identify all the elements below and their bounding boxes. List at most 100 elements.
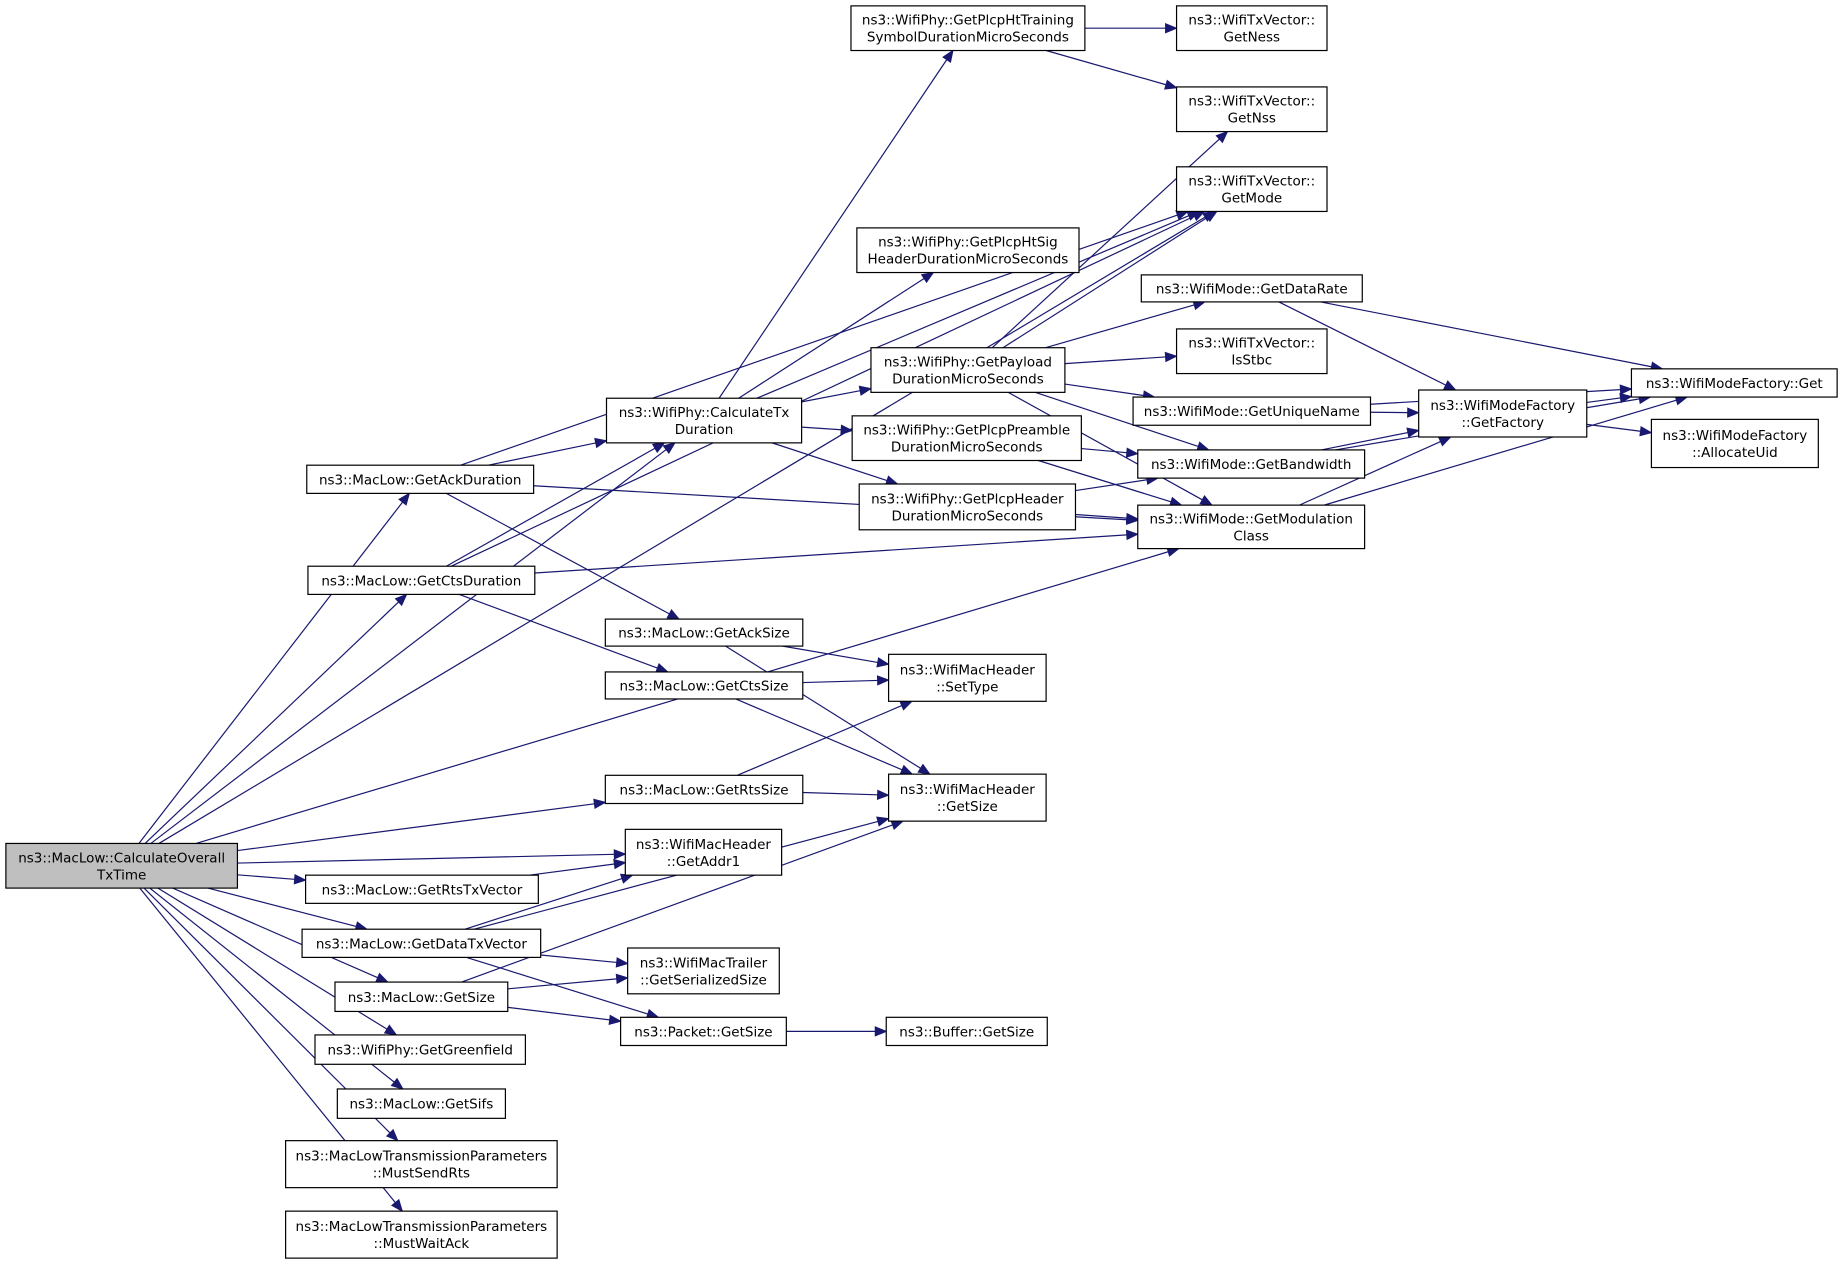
- edge-line: [1007, 391, 1203, 501]
- edge-arrowhead: [1125, 447, 1140, 458]
- edge-arrowhead: [899, 700, 914, 711]
- function-node-cts-duration[interactable]: ns3::MacLow::GetCtsDuration: [307, 565, 536, 596]
- edge-arrowhead: [920, 271, 935, 284]
- function-node-must-wait-ack[interactable]: ns3::MacLowTransmissionParameters::MustW…: [285, 1210, 558, 1259]
- edge-line: [725, 645, 921, 769]
- edge-arrowhead: [858, 385, 873, 396]
- edge-line: [756, 215, 1190, 399]
- function-node-cts-size[interactable]: ns3::MacLow::GetCtsSize: [604, 671, 804, 700]
- edge-line: [1586, 397, 1621, 404]
- function-node-set-type[interactable]: ns3::WifiMacHeader::SetType: [887, 653, 1047, 702]
- node-box: [885, 1016, 1048, 1047]
- edge-line: [1038, 459, 1172, 503]
- edge-line: [488, 442, 596, 466]
- edge-arrowhead: [1619, 392, 1633, 404]
- edge-arrowhead: [651, 442, 666, 454]
- node-box: [1175, 86, 1328, 133]
- function-node-get-payload[interactable]: ns3::WifiPhy::GetPayloadDurationMicroSec…: [870, 347, 1066, 393]
- call-edge: [138, 492, 411, 844]
- edge-arrowhead: [1199, 494, 1214, 506]
- edge-line: [237, 874, 295, 880]
- node-label: ns3::WifiPhy::GetPlcpHtTraining: [862, 13, 1074, 29]
- node-label: ns3::WifiModeFactory::Get: [1646, 376, 1823, 392]
- node-label: ns3::MacLow::CalculateOverall: [18, 850, 225, 866]
- node-label: HeaderDurationMicroSeconds: [868, 252, 1069, 268]
- function-node-trailer-size[interactable]: ns3::WifiMacTrailer::GetSerializedSize: [627, 947, 780, 995]
- function-node-packet-getsize[interactable]: ns3::Packet::GetSize: [620, 1016, 787, 1047]
- function-node-rts-txvector[interactable]: ns3::MacLow::GetRtsTxVector: [304, 874, 539, 904]
- function-node-get-nss[interactable]: ns3::WifiTxVector::GetNss: [1175, 86, 1328, 133]
- node-label: ns3::WifiTxVector::: [1188, 336, 1315, 352]
- node-label: ::SetType: [936, 679, 998, 695]
- function-node-is-stbc[interactable]: ns3::WifiTxVector::IsStbc: [1175, 328, 1328, 375]
- function-node-data-txvector[interactable]: ns3::MacLow::GetDataTxVector: [301, 928, 542, 958]
- edge-arrowhead: [375, 972, 389, 983]
- edge-arrowhead: [615, 973, 629, 985]
- node-label: ns3::WifiPhy::GetGreenfield: [327, 1043, 512, 1059]
- call-edge: [782, 645, 890, 668]
- function-node-factory-get[interactable]: ns3::WifiModeFactory::Get: [1630, 368, 1838, 398]
- function-node-ack-duration[interactable]: ns3::MacLow::GetAckDuration: [306, 464, 535, 494]
- function-node-rts-size[interactable]: ns3::MacLow::GetRtsSize: [604, 774, 804, 805]
- edge-line: [1075, 479, 1148, 492]
- edge-arrowhead: [874, 1026, 888, 1037]
- function-node-get-mode[interactable]: ns3::WifiTxVector::GetMode: [1175, 166, 1328, 213]
- call-edge: [735, 698, 914, 775]
- function-node-get-htsig[interactable]: ns3::WifiPhy::GetPlcpHtSigHeaderDuration…: [856, 227, 1080, 274]
- function-node-must-send-rts[interactable]: ns3::MacLowTransmissionParameters::MustS…: [285, 1140, 558, 1189]
- call-edge: [801, 385, 873, 403]
- function-node-get-addr1[interactable]: ns3::WifiMacHeader::GetAddr1: [624, 828, 783, 876]
- function-node-get-datarate[interactable]: ns3::WifiMode::GetDataRate: [1140, 274, 1363, 303]
- function-node-maclow-getsize[interactable]: ns3::MacLow::GetSize: [334, 981, 509, 1013]
- call-edge: [1045, 49, 1178, 90]
- edge-line: [738, 277, 925, 399]
- function-node-ack-size[interactable]: ns3::MacLow::GetAckSize: [604, 618, 804, 647]
- function-node-get-ness[interactable]: ns3::WifiTxVector::GetNess: [1175, 5, 1328, 52]
- function-node-plcp-header[interactable]: ns3::WifiPhy::GetPlcpHeaderDurationMicro…: [858, 483, 1077, 531]
- node-box: [870, 347, 1066, 393]
- edge-arrowhead: [593, 798, 607, 810]
- node-box: [1630, 368, 1838, 398]
- function-node-get-htts[interactable]: ns3::WifiPhy::GetPlcpHtTrainingSymbolDur…: [850, 5, 1086, 52]
- function-node-buffer-getsize[interactable]: ns3::Buffer::GetSize: [885, 1016, 1048, 1047]
- call-edge: [801, 424, 854, 435]
- function-node-plcp-preamble[interactable]: ns3::WifiPhy::GetPlcpPreambleDurationMic…: [851, 415, 1082, 462]
- node-label: ns3::WifiPhy::GetPlcpHtSig: [878, 235, 1058, 251]
- call-edge: [507, 973, 629, 990]
- edge-arrowhead: [890, 820, 905, 830]
- function-node-unique-name[interactable]: ns3::WifiMode::GetUniqueName: [1132, 396, 1372, 426]
- call-edge: [738, 271, 935, 399]
- call-edge: [446, 492, 681, 620]
- node-label: ns3::WifiMode::GetModulation: [1149, 511, 1352, 527]
- node-box: [627, 947, 780, 995]
- edge-line: [459, 593, 658, 669]
- node-label: ns3::WifiPhy::GetPlcpPreamble: [863, 423, 1070, 439]
- edge-line: [138, 501, 404, 844]
- function-node-allocate-uid[interactable]: ns3::WifiModeFactory::AllocateUid: [1650, 418, 1819, 469]
- edge-line: [1002, 216, 1208, 349]
- node-box: [620, 1016, 787, 1047]
- edge-line: [782, 645, 878, 664]
- node-label: ns3::MacLow::GetCtsDuration: [321, 573, 521, 589]
- function-node-get-factory[interactable]: ns3::WifiModeFactory::GetFactory: [1418, 389, 1588, 438]
- edge-line: [737, 705, 903, 776]
- node-label: DurationMicroSeconds: [891, 440, 1043, 456]
- node-box: [1175, 5, 1328, 52]
- function-node-get-sifs[interactable]: ns3::MacLow::GetSifs: [336, 1088, 507, 1119]
- node-label: ::GetSerializedSize: [640, 972, 767, 988]
- edge-line: [507, 1006, 610, 1021]
- edge-arrowhead: [390, 1077, 404, 1090]
- edge-arrowhead: [1164, 351, 1178, 363]
- call-edge: [786, 1026, 888, 1037]
- function-node-get-bandwidth[interactable]: ns3::WifiMode::GetBandwidth: [1137, 449, 1366, 479]
- node-label: ns3::MacLowTransmissionParameters: [296, 1149, 548, 1165]
- node-box: [304, 874, 539, 904]
- call-edge: [1586, 392, 1633, 404]
- call-edge: [237, 849, 627, 864]
- function-node-greenfield[interactable]: ns3::WifiPhy::GetGreenfield: [314, 1034, 526, 1065]
- node-box: [604, 618, 804, 647]
- function-node-hdr-getsize[interactable]: ns3::WifiMacHeader::GetSize: [887, 773, 1047, 822]
